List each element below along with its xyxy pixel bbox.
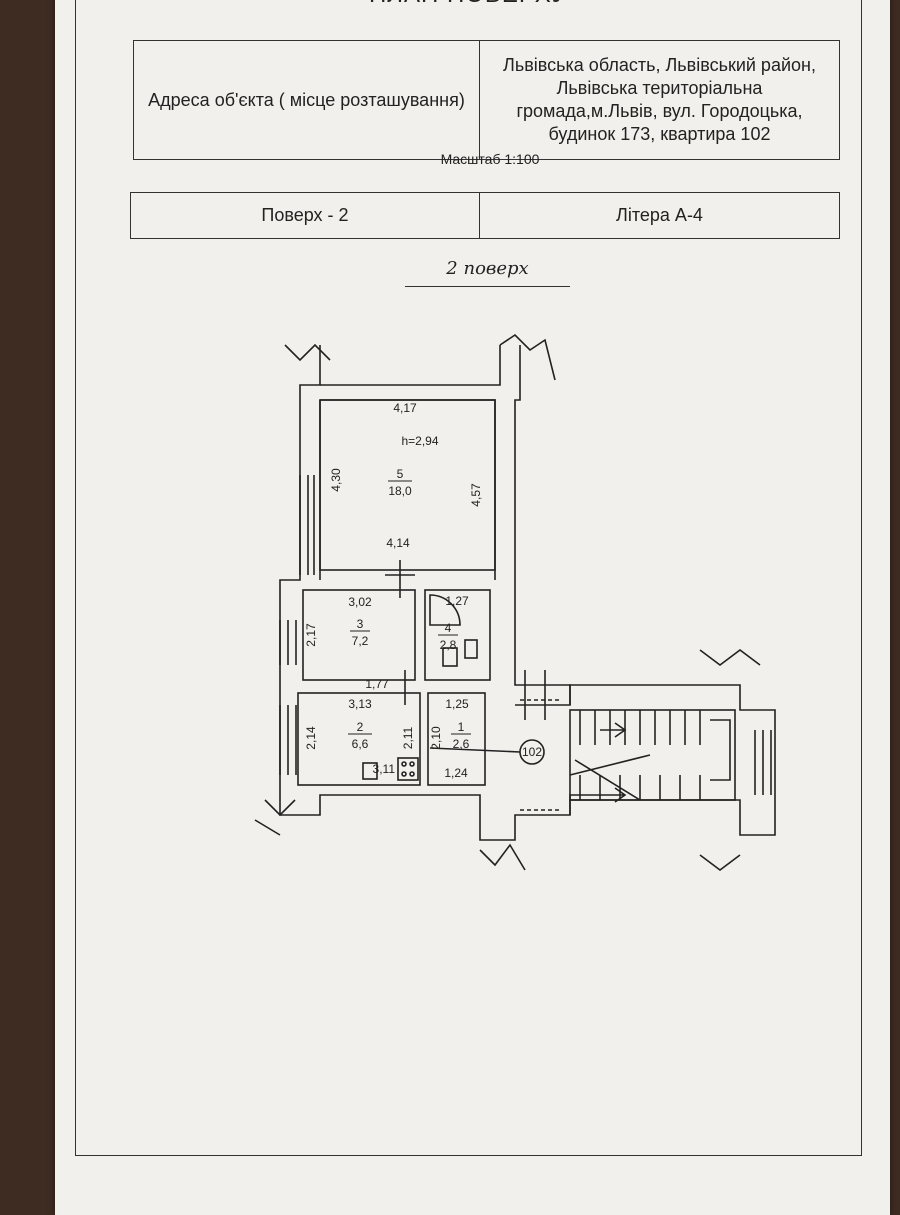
room1-area: 2,6 bbox=[453, 737, 470, 751]
paper-sheet bbox=[55, 0, 890, 1215]
break-mark-bottom-left bbox=[254, 799, 296, 836]
dim-room2-left: 2,14 bbox=[304, 726, 318, 750]
dim-room2-right: 2,11 bbox=[401, 726, 415, 749]
break-mark-bottom-mid bbox=[479, 843, 526, 871]
entry-lines bbox=[524, 670, 546, 720]
room4-area: 2,8 bbox=[440, 638, 457, 652]
room-3-outline bbox=[302, 589, 416, 681]
room-2-outline bbox=[297, 692, 421, 786]
stair-arrow bbox=[575, 787, 627, 803]
room-5-outline bbox=[319, 399, 496, 571]
window-left-top bbox=[299, 475, 315, 575]
fixture-toilet bbox=[442, 647, 458, 667]
page-frame: ПЛАН ПОВЕРХУ bbox=[75, 0, 862, 1156]
dim-room3-left: 2,17 bbox=[304, 623, 318, 647]
dim-room5-bottom: 4,14 bbox=[386, 536, 410, 550]
room3-number: 3 bbox=[357, 617, 364, 631]
room5-number: 5 bbox=[397, 467, 404, 481]
break-mark-stair-top bbox=[699, 649, 761, 666]
stair-diagonal bbox=[569, 754, 651, 801]
room4-number: 4 bbox=[445, 621, 452, 635]
room2-area: 6,6 bbox=[352, 737, 369, 751]
dim-room5-right: 4,57 bbox=[469, 483, 483, 507]
stair-steps bbox=[579, 710, 701, 800]
fixture-sink-room4 bbox=[464, 639, 478, 659]
break-mark-stair-bottom bbox=[699, 854, 741, 871]
dim-room1-left: 2,10 bbox=[429, 726, 443, 750]
ceiling-height: h=2,94 bbox=[401, 434, 438, 448]
stair-arrow-2 bbox=[600, 722, 627, 738]
break-mark-top-right bbox=[499, 333, 556, 381]
break-mark-top-left bbox=[284, 343, 331, 362]
stair-landing bbox=[710, 719, 731, 781]
room3-area: 7,2 bbox=[352, 634, 369, 648]
window-left-low bbox=[279, 705, 297, 775]
dim-room3-bottom: 1,77 bbox=[365, 677, 389, 691]
stairwell-outline bbox=[515, 684, 776, 836]
room-1-outline bbox=[427, 692, 486, 786]
fixture-sink-room2 bbox=[362, 762, 378, 780]
litera-value: Літера А-4 bbox=[616, 205, 703, 225]
room2-number: 2 bbox=[357, 720, 364, 734]
dim-room1-top: 1,25 bbox=[445, 697, 469, 711]
dim-room5-left: 4,30 bbox=[329, 468, 343, 492]
address-value: Львівська область, Львівський район, Льв… bbox=[503, 55, 816, 144]
dim-room2-bottom: 3,11 bbox=[373, 762, 396, 776]
room1-number: 1 bbox=[458, 720, 465, 734]
floor-table: Поверх - 2 Літера А-4 bbox=[130, 192, 840, 239]
scale-label: Масштаб 1:100 bbox=[440, 151, 540, 167]
dim-room1-bottom: 1,24 bbox=[444, 766, 468, 780]
window-left-mid bbox=[279, 620, 297, 665]
dim-room3-top: 3,02 bbox=[348, 595, 372, 609]
window-stairwell bbox=[754, 730, 772, 795]
floor-value: Поверх - 2 bbox=[131, 193, 480, 238]
room-4-outline bbox=[424, 589, 491, 681]
address-table: Адреса об'єкта ( місце розташування) Льв… bbox=[133, 40, 840, 160]
floor-plan-caption: 2 поверх bbox=[446, 258, 529, 279]
caption-underline bbox=[405, 286, 570, 287]
apartment-number: 102 bbox=[522, 745, 542, 759]
dim-room5-top: 4,17 bbox=[393, 401, 417, 415]
dim-room4-top: 1,27 bbox=[445, 594, 469, 608]
stairwell-inner bbox=[569, 709, 736, 801]
room5-area: 18,0 bbox=[388, 484, 412, 498]
door-arc-room-4 bbox=[429, 594, 461, 626]
dim-room2-top: 3,13 bbox=[348, 697, 372, 711]
fixture-stove-burner bbox=[401, 761, 407, 767]
page-title: ПЛАН ПОВЕРХУ bbox=[76, 0, 861, 9]
address-label: Адреса об'єкта ( місце розташування) bbox=[134, 41, 480, 159]
apartment-number-circle bbox=[519, 739, 545, 765]
fixture-stove bbox=[397, 757, 419, 781]
